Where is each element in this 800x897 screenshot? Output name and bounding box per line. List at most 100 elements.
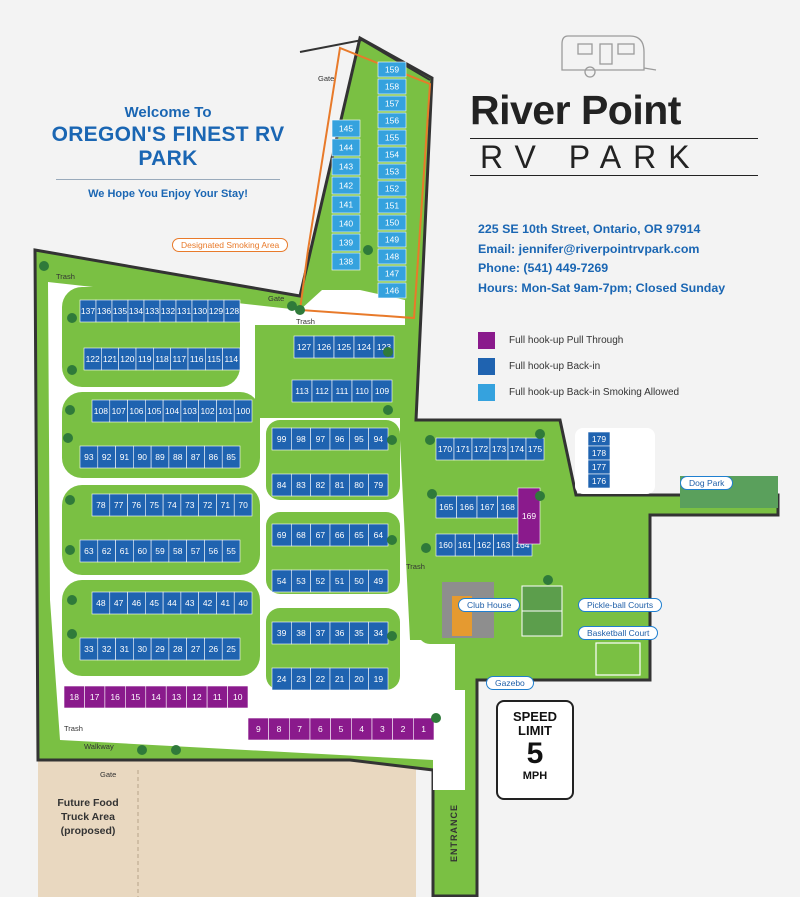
site-55[interactable] [221,539,241,563]
tree-icon [171,745,181,755]
site-number-label: 99 [277,434,287,444]
site-number-label: 121 [103,354,117,364]
tree-icon [67,595,77,605]
site-number-label: 55 [226,546,236,556]
site-148[interactable] [377,248,407,265]
site-number-label: 119 [138,354,152,364]
speed-line2: LIMIT [518,723,552,738]
site-number-label: 163 [496,540,510,550]
site-number-label: 80 [354,480,364,490]
club-house-callout[interactable]: Club House [458,598,521,612]
rv-trailer-icon [561,35,657,78]
contact-address: 225 SE 10th Street, Ontario, OR 97914 [478,222,701,236]
site-number-label: 96 [335,434,345,444]
site-40[interactable] [233,591,253,615]
tree-icon [535,429,545,439]
site-114[interactable] [222,347,241,371]
site-79[interactable] [368,473,389,497]
site-number-label: 149 [385,235,399,245]
pickleball-callout[interactable]: Pickle-ball Courts [578,598,663,612]
site-109[interactable] [371,379,393,403]
site-number-label: 100 [236,406,250,416]
site-145[interactable] [331,119,361,138]
legend-label: Full hook-up Pull Through [509,335,624,346]
tree-icon [421,543,431,553]
site-number-label: 37 [316,628,326,638]
site-155[interactable] [377,129,407,146]
site-number-label: 150 [385,218,399,228]
site-number-label: 10 [233,692,243,702]
brand-logo: River Point RV PARK [470,88,770,176]
dog-park-callout[interactable]: Dog Park [680,476,734,490]
site-19[interactable] [368,667,389,691]
site-143[interactable] [331,157,361,176]
site-169[interactable] [517,487,541,545]
site-157[interactable] [377,95,407,112]
site-70[interactable] [233,493,253,517]
site-number-label: 49 [374,576,384,586]
site-1[interactable] [413,717,435,741]
site-158[interactable] [377,78,407,95]
site-154[interactable] [377,146,407,163]
site-10[interactable] [227,685,249,709]
site-159[interactable] [377,61,407,78]
site-number-label: 67 [316,530,326,540]
site-number-label: 177 [592,462,606,472]
site-152[interactable] [377,180,407,197]
site-number-label: 81 [335,480,345,490]
site-85[interactable] [221,445,241,469]
site-number-label: 19 [374,674,384,684]
contact-email[interactable]: Email: jennifer@riverpointrvpark.com [478,241,700,256]
site-142[interactable] [331,176,361,195]
site-number-label: 153 [385,167,399,177]
site-number-label: 66 [335,530,345,540]
site-146[interactable] [377,282,407,299]
site-64[interactable] [368,523,389,547]
site-153[interactable] [377,163,407,180]
basketball-callout[interactable]: Basketball Court [578,626,659,640]
site-100[interactable] [233,399,253,423]
site-number-label: 73 [185,500,195,510]
site-150[interactable] [377,214,407,231]
site-number-label: 62 [102,546,112,556]
smoking-area-callout[interactable]: Designated Smoking Area [172,238,289,252]
site-number-label: 176 [592,476,606,486]
site-number-label: 114 [225,354,239,364]
site-number-label: 23 [296,674,306,684]
contact-phone[interactable]: Phone: (541) 449-7269 [478,261,609,275]
site-128[interactable] [223,299,241,323]
tree-icon [137,745,147,755]
site-number-label: 98 [296,434,306,444]
site-144[interactable] [331,138,361,157]
legend: Full hook-up Pull Through Full hook-up B… [478,332,679,410]
site-number-label: 104 [165,406,179,416]
site-147[interactable] [377,265,407,282]
site-49[interactable] [368,569,389,593]
site-175[interactable] [525,437,545,461]
site-number-label: 169 [522,511,536,521]
site-149[interactable] [377,231,407,248]
site-number-label: 132 [161,306,175,316]
gazebo-callout[interactable]: Gazebo [486,676,534,690]
site-number-label: 70 [238,500,248,510]
site-151[interactable] [377,197,407,214]
speed-number: 5 [526,737,544,770]
site-176[interactable] [587,473,611,489]
site-138[interactable] [331,252,361,271]
site-140[interactable] [331,214,361,233]
site-139[interactable] [331,233,361,252]
site-number-label: 27 [191,644,201,654]
site-number-label: 115 [207,354,221,364]
site-141[interactable] [331,195,361,214]
site-25[interactable] [221,637,241,661]
tree-icon [431,713,441,723]
site-number-label: 143 [339,162,353,172]
site-number-label: 34 [374,628,384,638]
site-number-label: 106 [129,406,143,416]
tree-icon [65,495,75,505]
site-number-label: 133 [145,306,159,316]
site-156[interactable] [377,112,407,129]
tree-icon [543,575,553,585]
site-number-label: 124 [357,342,371,352]
